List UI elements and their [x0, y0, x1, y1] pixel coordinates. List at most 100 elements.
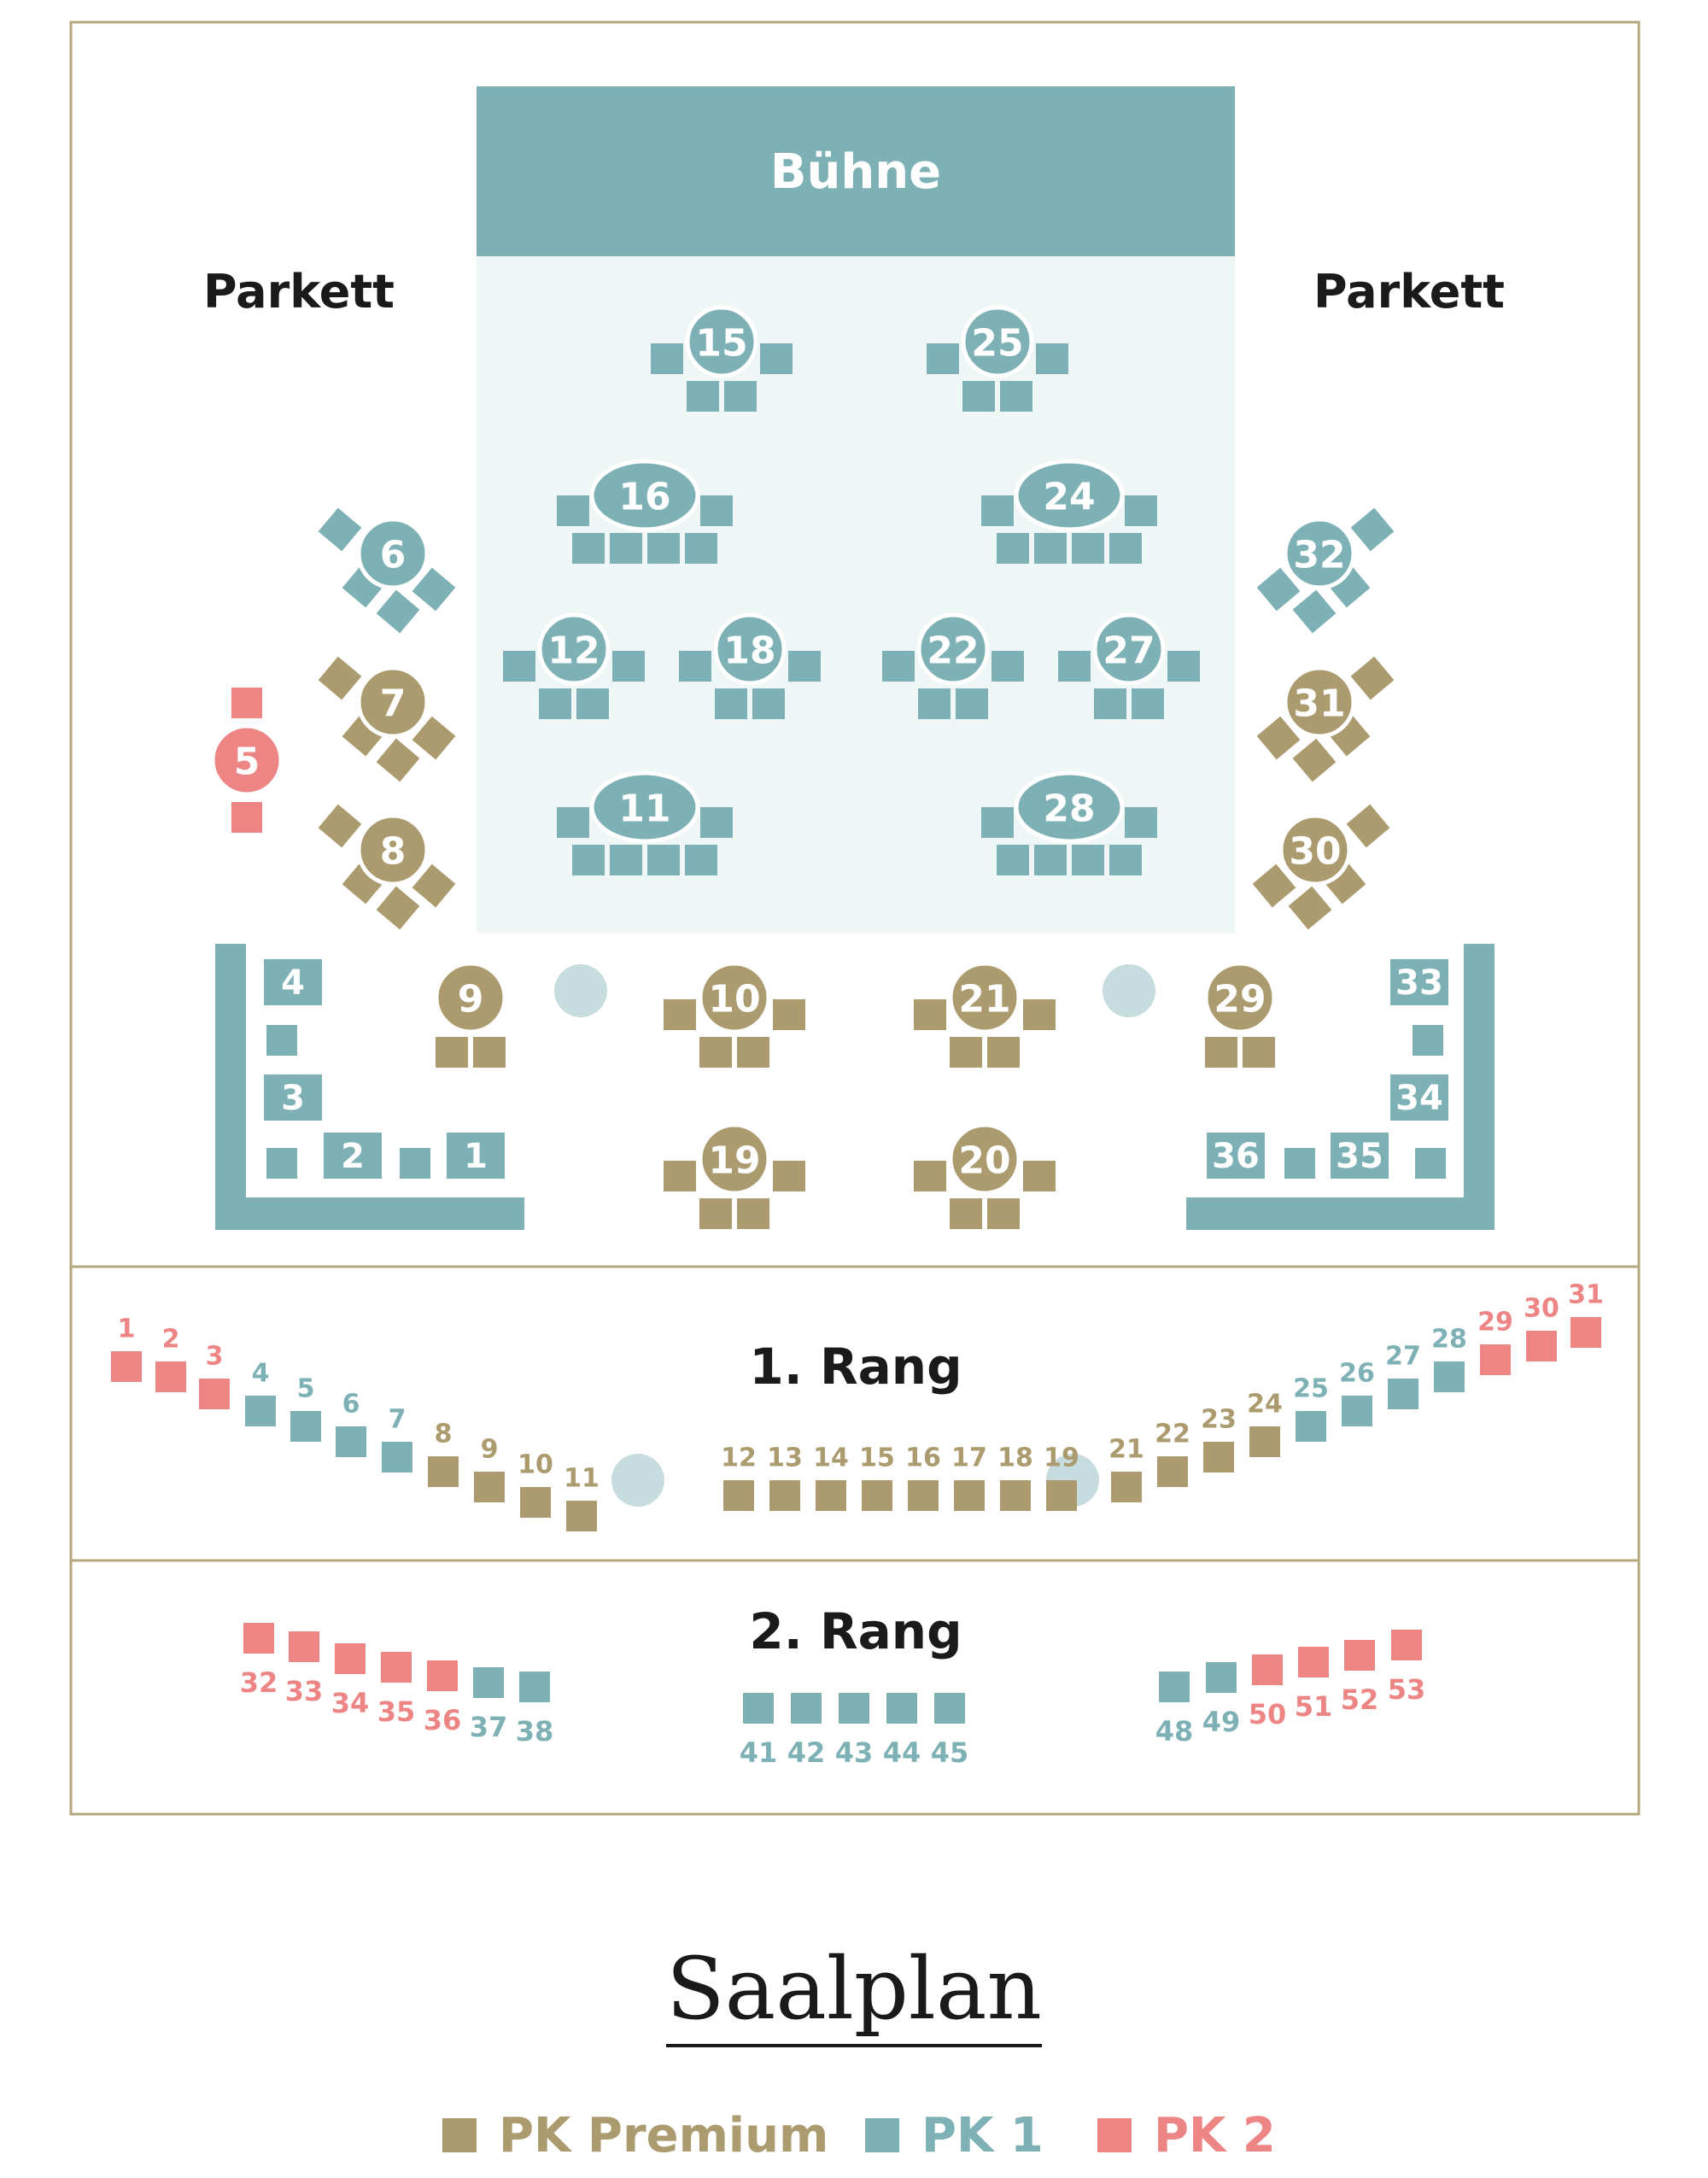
seat[interactable]: [687, 381, 719, 412]
rang1-seat-1[interactable]: [111, 1351, 142, 1382]
box-seat-1[interactable]: [447, 1133, 505, 1179]
rang1-seat-29[interactable]: [1480, 1344, 1511, 1375]
rang1-seat-15[interactable]: [862, 1480, 892, 1511]
seat[interactable]: [981, 495, 1014, 526]
seat[interactable]: [1072, 845, 1104, 875]
seat[interactable]: [231, 802, 262, 833]
table-24[interactable]: 24: [981, 459, 1157, 564]
rang1-seat-3[interactable]: [199, 1379, 230, 1409]
seat[interactable]: [1000, 381, 1032, 412]
seat[interactable]: [503, 651, 535, 682]
seat[interactable]: [1072, 533, 1104, 564]
rang2-seat-44[interactable]: [886, 1693, 917, 1724]
seat[interactable]: [1036, 343, 1068, 374]
seat[interactable]: [610, 533, 642, 564]
rang2-seat-52[interactable]: [1344, 1640, 1375, 1671]
rang1-seat-22[interactable]: [1157, 1456, 1188, 1487]
seat[interactable]: [1167, 651, 1200, 682]
table-30[interactable]: 30: [1252, 804, 1390, 930]
table-21[interactable]: 21: [914, 961, 1056, 1068]
table-28[interactable]: 28: [981, 770, 1157, 875]
seat[interactable]: [737, 1037, 769, 1068]
box-seat-2[interactable]: [324, 1133, 382, 1179]
seat[interactable]: [773, 1161, 805, 1191]
seat[interactable]: [987, 1198, 1020, 1229]
seat[interactable]: [987, 1037, 1020, 1068]
seat[interactable]: [914, 1161, 946, 1191]
seat[interactable]: [412, 567, 456, 612]
seat[interactable]: [956, 688, 988, 719]
seat[interactable]: [1415, 1148, 1446, 1179]
seat[interactable]: [1125, 495, 1157, 526]
table-31[interactable]: 31: [1256, 656, 1395, 782]
seat[interactable]: [610, 845, 642, 875]
seat[interactable]: [760, 343, 793, 374]
seat[interactable]: [724, 381, 757, 412]
seat[interactable]: [376, 886, 420, 930]
rang1-seat-25[interactable]: [1296, 1411, 1326, 1442]
box-seat-4[interactable]: [264, 959, 322, 1005]
seat[interactable]: [991, 651, 1024, 682]
seat[interactable]: [685, 533, 717, 564]
seat[interactable]: [266, 1148, 297, 1179]
table-18[interactable]: 18: [679, 612, 821, 719]
seat[interactable]: [918, 688, 951, 719]
rang1-seat-28[interactable]: [1434, 1361, 1465, 1392]
box-seat-33[interactable]: [1390, 959, 1448, 1005]
table-20[interactable]: 20: [914, 1122, 1056, 1229]
seat[interactable]: [318, 656, 362, 700]
rang1-seat-27[interactable]: [1388, 1379, 1418, 1409]
seat[interactable]: [664, 1161, 696, 1191]
seat[interactable]: [647, 845, 680, 875]
seat[interactable]: [1109, 845, 1142, 875]
seat[interactable]: [914, 999, 946, 1030]
rang2-seat-53[interactable]: [1391, 1630, 1422, 1660]
seat[interactable]: [700, 807, 733, 838]
seat[interactable]: [572, 845, 605, 875]
seat[interactable]: [1243, 1037, 1275, 1068]
rang1-seat-5[interactable]: [290, 1411, 321, 1442]
seat[interactable]: [699, 1198, 732, 1229]
rang2-seat-41[interactable]: [743, 1693, 774, 1724]
seat[interactable]: [664, 999, 696, 1030]
rang1-seat-30[interactable]: [1526, 1331, 1557, 1361]
seat[interactable]: [612, 651, 645, 682]
seat[interactable]: [685, 845, 717, 875]
seat[interactable]: [557, 807, 589, 838]
seat[interactable]: [927, 343, 959, 374]
seat[interactable]: [1288, 886, 1332, 930]
rang2-seat-45[interactable]: [934, 1693, 965, 1724]
rang1-seat-24[interactable]: [1249, 1426, 1280, 1457]
seat[interactable]: [1256, 716, 1301, 760]
seat[interactable]: [1350, 507, 1395, 552]
seat[interactable]: [412, 864, 456, 908]
table-12[interactable]: 12: [503, 612, 645, 719]
seat[interactable]: [997, 533, 1029, 564]
rang1-seat-11[interactable]: [566, 1501, 597, 1531]
seat[interactable]: [231, 688, 262, 718]
seat[interactable]: [737, 1198, 769, 1229]
table-10[interactable]: 10: [664, 961, 805, 1068]
table-6[interactable]: 6: [318, 507, 456, 634]
rang1-seat-31[interactable]: [1571, 1317, 1601, 1348]
seat[interactable]: [647, 533, 680, 564]
rang1-seat-10[interactable]: [520, 1487, 551, 1518]
rang2-seat-51[interactable]: [1298, 1647, 1329, 1677]
rang2-seat-50[interactable]: [1252, 1654, 1283, 1685]
table-7[interactable]: 7: [318, 656, 456, 782]
seat[interactable]: [572, 533, 605, 564]
seat[interactable]: [1346, 804, 1390, 848]
table-8[interactable]: 8: [318, 804, 456, 930]
seat[interactable]: [1292, 589, 1337, 634]
seat[interactable]: [950, 1198, 982, 1229]
seat[interactable]: [1058, 651, 1091, 682]
seat[interactable]: [962, 381, 995, 412]
table-9[interactable]: 9: [434, 961, 507, 1068]
seat[interactable]: [436, 1037, 468, 1068]
rang1-seat-14[interactable]: [816, 1480, 846, 1511]
seat[interactable]: [376, 589, 420, 634]
seat[interactable]: [981, 807, 1014, 838]
seat[interactable]: [679, 651, 711, 682]
seat[interactable]: [266, 1025, 297, 1056]
seat[interactable]: [773, 999, 805, 1030]
